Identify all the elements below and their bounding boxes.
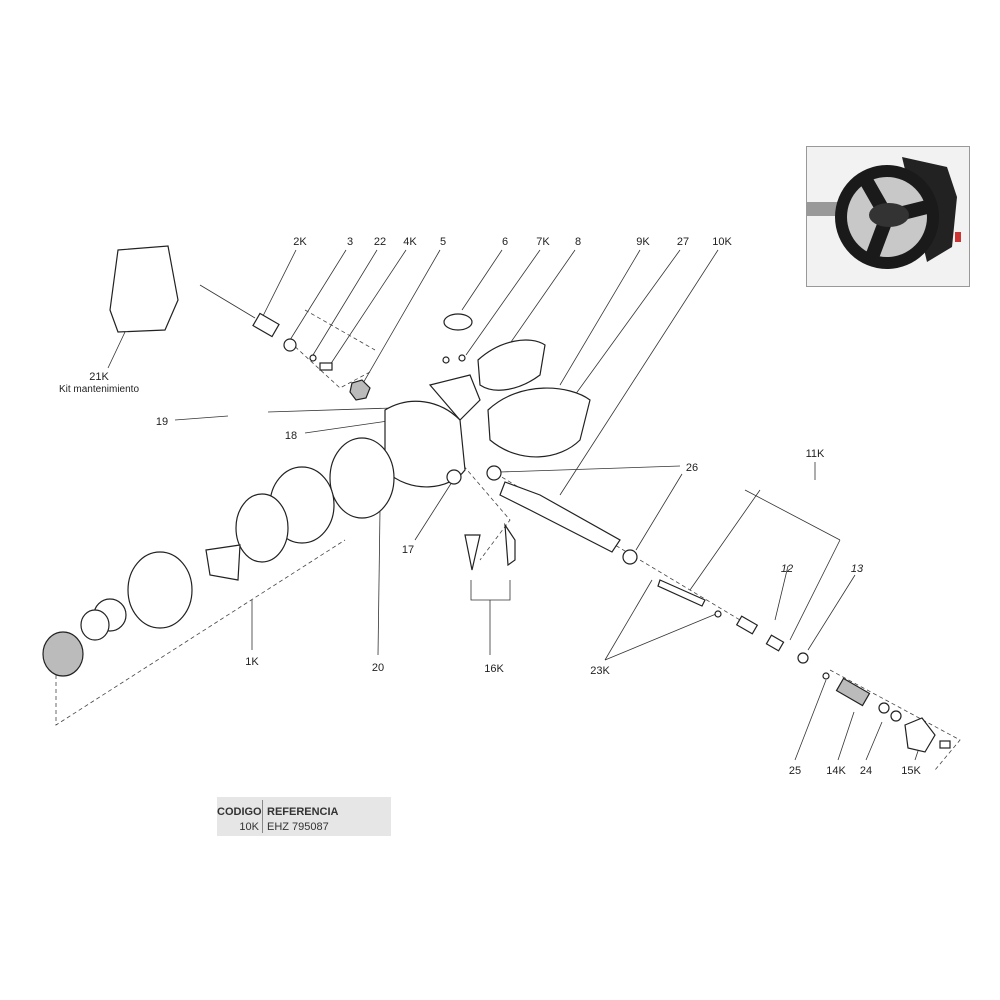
column-divider bbox=[262, 800, 263, 833]
label-27: 27 bbox=[677, 236, 689, 248]
label-14K: 14K bbox=[826, 765, 846, 777]
label-15K: 15K bbox=[901, 765, 921, 777]
label-13: 13 bbox=[851, 563, 864, 575]
label-11K: 11K bbox=[806, 448, 825, 460]
label-18: 18 bbox=[285, 430, 297, 442]
leader-lines bbox=[107, 249, 921, 761]
part-reference-table: CODIGO REFERENCIA 10K EHZ 795087 bbox=[217, 797, 391, 836]
label-1K: 1K bbox=[245, 656, 259, 668]
label-10K: 10K bbox=[712, 236, 732, 248]
cell-codigo: 10K bbox=[239, 821, 259, 833]
label-24: 24 bbox=[860, 765, 872, 777]
regulator-image bbox=[807, 157, 961, 269]
label-9K: 9K bbox=[636, 236, 650, 248]
label-21K: 21K bbox=[89, 371, 109, 383]
part-labels: 2K 3 22 4K 5 6 7K 8 9K 27 10K 21K Kit ma… bbox=[59, 236, 921, 777]
label-17: 17 bbox=[402, 544, 414, 556]
label-4K: 4K bbox=[403, 236, 417, 248]
label-22: 22 bbox=[374, 236, 386, 248]
product-photo bbox=[806, 146, 970, 287]
label-6: 6 bbox=[502, 236, 508, 248]
label-25: 25 bbox=[789, 765, 801, 777]
label-7K: 7K bbox=[536, 236, 550, 248]
parts bbox=[42, 245, 951, 753]
header-codigo: CODIGO bbox=[217, 806, 262, 818]
label-kit: Kit mantenimiento bbox=[59, 384, 139, 395]
label-12: 12 bbox=[781, 563, 793, 575]
label-3: 3 bbox=[347, 236, 353, 248]
label-23K: 23K bbox=[590, 665, 610, 677]
label-2K: 2K bbox=[293, 236, 307, 248]
label-5: 5 bbox=[440, 236, 446, 248]
label-16K: 16K bbox=[484, 663, 504, 675]
header-referencia: REFERENCIA bbox=[267, 806, 339, 818]
label-19: 19 bbox=[156, 416, 168, 428]
cell-referencia: EHZ 795087 bbox=[267, 821, 329, 833]
label-26: 26 bbox=[686, 462, 698, 474]
label-8: 8 bbox=[575, 236, 581, 248]
label-20: 20 bbox=[372, 662, 384, 674]
